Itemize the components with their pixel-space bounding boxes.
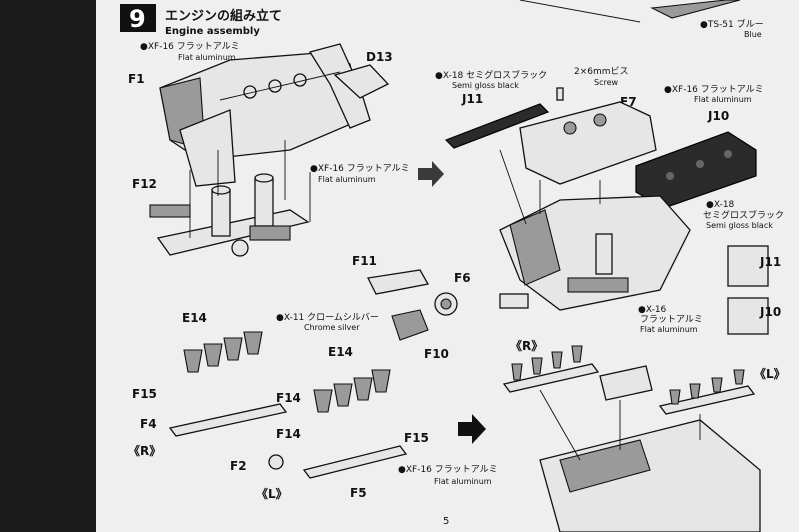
ts51-paint-en: Blue (744, 30, 762, 39)
xf16-paint-label: ●XF-16 フラットアルミ (140, 41, 240, 52)
step-number: 9 (129, 5, 146, 33)
part-f11 (367, 269, 430, 295)
step-arrow-icon (418, 161, 444, 187)
screw-label: 2×6mmビス (574, 66, 629, 77)
side-label-l: 《L》 (256, 486, 288, 501)
side-label-j10: J10 (759, 305, 781, 319)
x16-paint-name-jp: フラットアルミ (640, 314, 703, 325)
guide-line (519, 0, 641, 23)
part-f10 (391, 309, 429, 341)
x16-paint-code: ●X-16 (638, 305, 667, 315)
intake-trumpets-l (302, 369, 408, 479)
xf16-paint-label: ●XF-16 フラットアルミ (310, 163, 410, 174)
x16-paint-name-en: Flat aluminum (640, 325, 698, 334)
part-label-f15: F15 (132, 387, 157, 401)
intake-trumpets-r (168, 331, 288, 437)
step-number-box (120, 4, 156, 32)
part-label-j10: J10 (707, 109, 729, 123)
step-title-en: Engine assembly (165, 26, 260, 37)
part-label-f11: F11 (352, 254, 377, 268)
x18-paint-label: ●X-18 セミグロスブラック (435, 69, 547, 81)
valve-cover-j11 (444, 103, 550, 149)
step-title-jp: エンジンの組み立て (165, 8, 282, 24)
part-label-d13: D13 (366, 50, 393, 64)
left-assembly-guide-lines (189, 140, 311, 238)
part-label-f6: F6 (454, 271, 471, 285)
xf16-paint-label: ●XF-16 フラットアルミ (664, 84, 764, 95)
side-detail-j11-j10 (727, 245, 769, 335)
engine-block-left (159, 43, 390, 187)
x18-paint-label-en: Semi gloss black (452, 81, 519, 90)
x18-paint-name-jp: セミグロスブラック (703, 209, 784, 221)
xf16-paint-label-en: Flat aluminum (178, 53, 236, 62)
part-label-f14: F14 (276, 391, 301, 405)
engine-oil-pan-left (149, 173, 310, 257)
result-label-l: 《L》 (754, 366, 786, 381)
part-label-f10: F10 (424, 347, 449, 361)
page-number: 5 (443, 516, 449, 527)
part-label-f12: F12 (132, 177, 157, 191)
xf16-paint-label-en: Flat aluminum (434, 477, 492, 486)
completed-engine-assembly (502, 345, 761, 532)
side-label-r: 《R》 (128, 443, 161, 458)
part-label-f1: F1 (128, 72, 145, 86)
side-label-j11: J11 (759, 255, 781, 269)
chrome-paint-label: ●X-11 クロームシルバー (276, 312, 379, 323)
part-label-f4: F4 (140, 417, 157, 431)
part-label-e14: E14 (182, 311, 207, 325)
ts51-paint-code: ●TS-51 ブルー (700, 18, 764, 30)
part-label-f2: F2 (230, 459, 247, 473)
chrome-paint-label-en: Chrome silver (304, 323, 360, 332)
screw-icon (556, 87, 564, 101)
x18-paint-name-en: Semi gloss black (706, 221, 773, 230)
cylinder-head-f7 (519, 101, 657, 185)
part-f2 (268, 454, 284, 470)
xf16-paint-label: ●XF-16 フラットアルミ (398, 464, 498, 475)
x18-paint-code: ●X-18 (706, 200, 735, 210)
screw-label-en: Screw (594, 78, 619, 87)
result-label-r: 《R》 (510, 338, 543, 353)
part-label-f5: F5 (350, 486, 367, 500)
xf16-paint-label-en: Flat aluminum (318, 175, 376, 184)
xf16-paint-label-en: Flat aluminum (694, 95, 752, 104)
part-label-f15: F15 (404, 431, 429, 445)
step-arrow-icon (458, 414, 486, 444)
previous-part-fragment (650, 0, 741, 19)
part-label-f14: F14 (276, 427, 301, 441)
part-label-j11: J11 (461, 92, 483, 106)
engine-block-right (499, 195, 691, 311)
part-label-e14: E14 (328, 345, 353, 359)
